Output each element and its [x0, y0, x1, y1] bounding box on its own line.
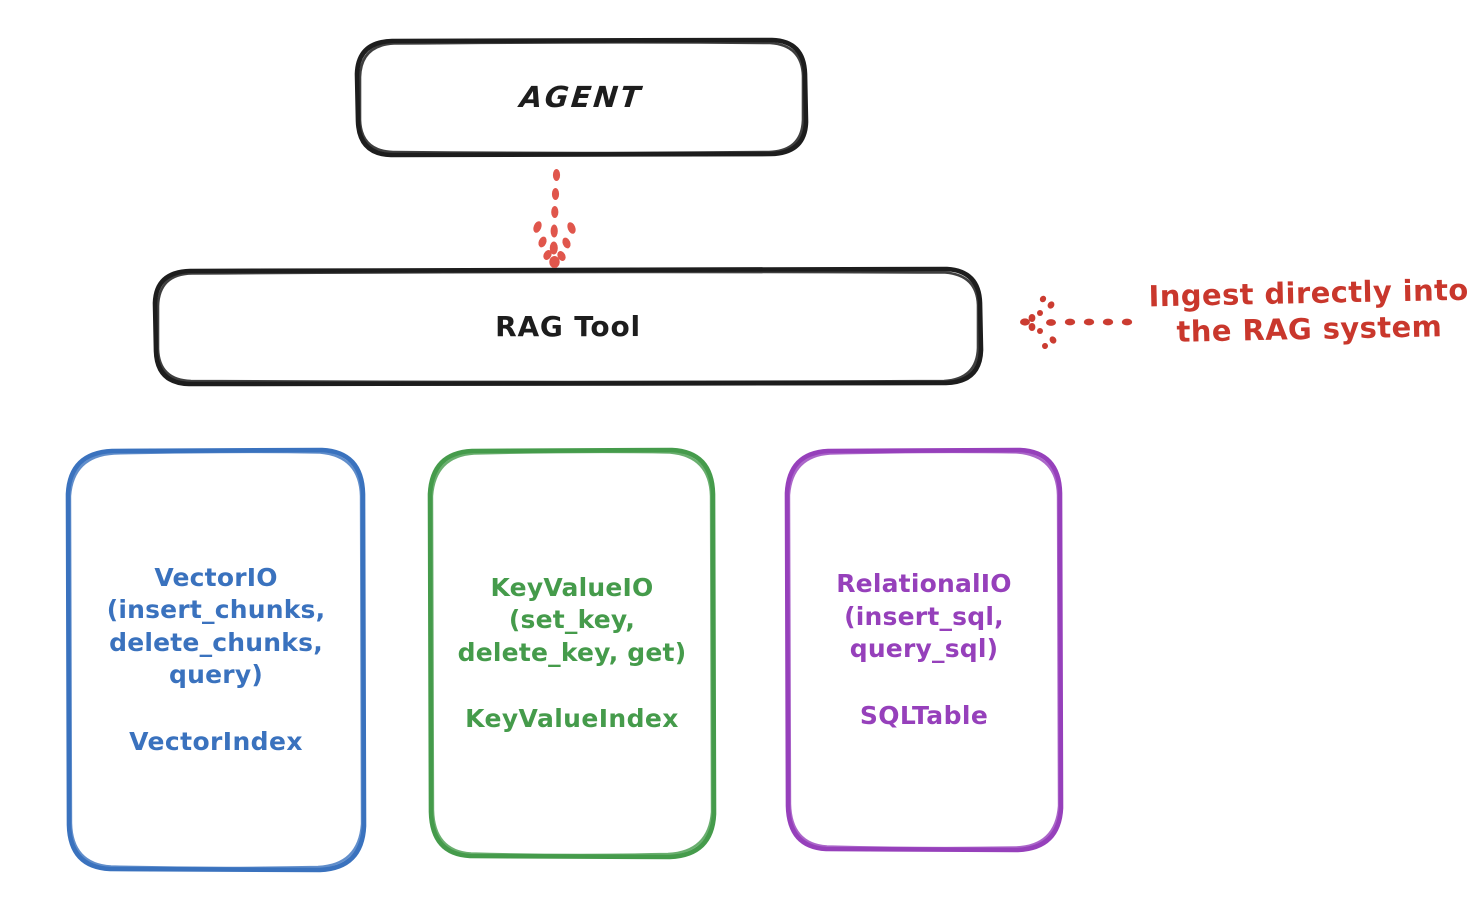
node-relational-io-label: RelationalIO (insert_sql, query_sql) — [836, 569, 1012, 663]
ingest-pointer-arrow — [1020, 295, 1133, 349]
vector-io-box-outline — [65, 447, 367, 873]
node-vector-io-sublabel: VectorIndex — [129, 726, 303, 756]
annotation-ingest: Ingest directly into the RAG system — [1148, 272, 1470, 350]
node-rag-tool-label: RAG Tool — [495, 309, 641, 343]
relational-io-box-outline — [784, 447, 1064, 853]
agent-box-outline — [354, 37, 809, 158]
node-key-value-io-sublabel: KeyValueIndex — [465, 704, 679, 733]
node-vector-io-label: VectorIO (insert_chunks, delete_chunks, … — [106, 562, 326, 690]
node-key-value-io[interactable]: KeyValueIO (set_key, delete_key, get) Ke… — [430, 450, 714, 857]
key-value-io-box-outline — [427, 447, 717, 860]
rag-tool-box-outline — [152, 266, 984, 387]
node-key-value-io-label: KeyValueIO (set_key, delete_key, get) — [457, 572, 687, 667]
agent-to-rag-tool-arrow — [533, 169, 576, 268]
node-agent[interactable]: AGENT — [357, 39, 806, 156]
node-vector-io[interactable]: VectorIO (insert_chunks, delete_chunks, … — [68, 450, 364, 870]
node-relational-io[interactable]: RelationalIO (insert_sql, query_sql) SQL… — [787, 450, 1061, 850]
node-rag-tool[interactable]: RAG Tool — [155, 269, 981, 384]
node-relational-io-sublabel: SQLTable — [859, 700, 989, 730]
node-agent-label: AGENT — [518, 80, 645, 115]
